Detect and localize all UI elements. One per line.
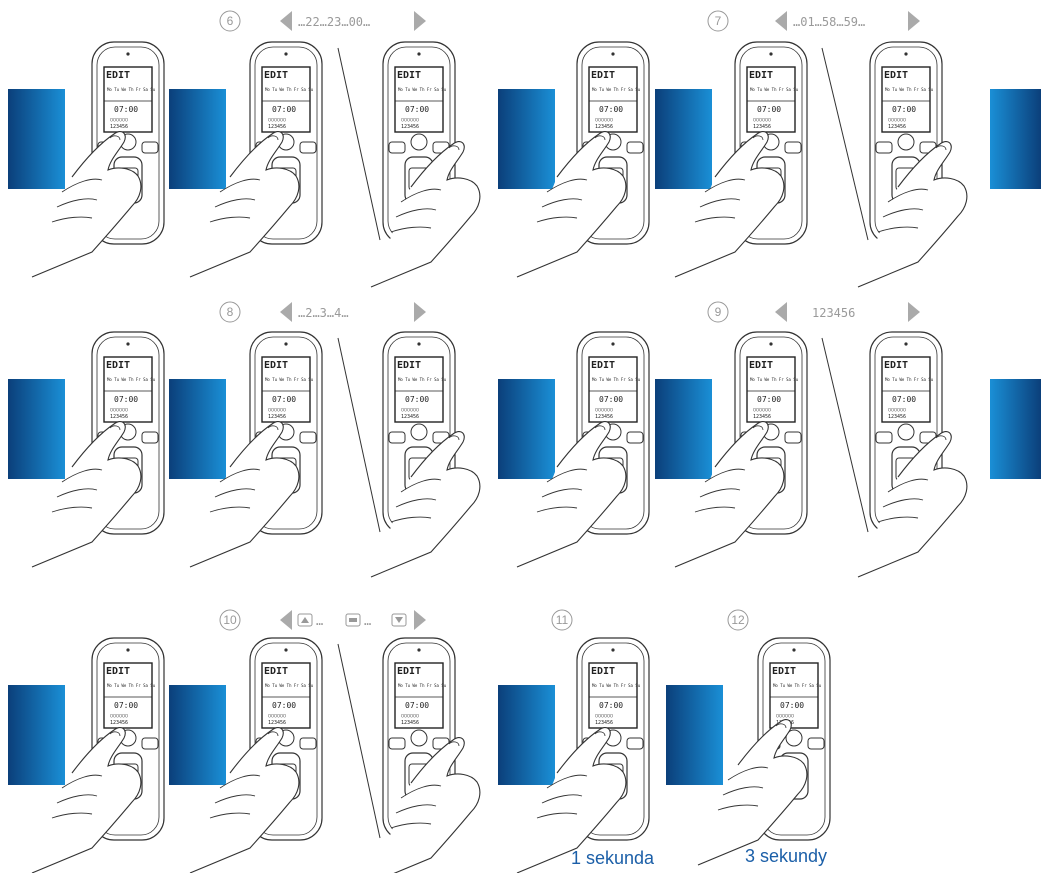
caption-step12: 3 sekundy bbox=[745, 846, 827, 867]
step-number: 11 bbox=[556, 613, 569, 627]
blue-block bbox=[8, 89, 65, 189]
step-number: 9 bbox=[715, 305, 722, 319]
arrow-right-icon bbox=[908, 11, 920, 31]
arrow-left-icon bbox=[775, 11, 787, 31]
step-number: 10 bbox=[223, 613, 237, 627]
arrow-right-icon bbox=[414, 11, 426, 31]
blue-block bbox=[8, 379, 65, 479]
step-number: 12 bbox=[731, 613, 745, 627]
divider-line bbox=[822, 338, 868, 532]
remote-with-hand bbox=[371, 638, 480, 873]
menu-bar-icon bbox=[349, 618, 357, 622]
sequence-text: 123456 bbox=[812, 306, 855, 320]
down-triangle-icon bbox=[395, 617, 403, 623]
blue-block bbox=[666, 685, 723, 785]
step-number: 8 bbox=[227, 305, 234, 319]
divider-line bbox=[338, 48, 380, 240]
divider-line bbox=[338, 644, 380, 838]
arrow-left-icon bbox=[280, 11, 292, 31]
blue-block bbox=[169, 89, 226, 189]
sequence-text: … bbox=[316, 614, 323, 628]
blue-block bbox=[990, 379, 1041, 479]
blue-block bbox=[169, 379, 226, 479]
blue-block bbox=[655, 379, 712, 479]
blue-block bbox=[498, 685, 555, 785]
arrow-left-icon bbox=[775, 302, 787, 322]
up-triangle-icon bbox=[301, 617, 309, 623]
divider-line bbox=[338, 338, 380, 532]
sequence-text: … bbox=[364, 614, 371, 628]
remote-with-hand bbox=[371, 42, 480, 287]
sequence-text: …2…3…4… bbox=[298, 306, 349, 320]
remote-with-hand bbox=[858, 42, 967, 287]
remote-with-hand bbox=[371, 332, 480, 577]
arrow-right-icon bbox=[414, 610, 426, 630]
divider-line bbox=[822, 48, 868, 240]
sequence-text: …22…23…00… bbox=[298, 15, 370, 29]
arrow-left-icon bbox=[280, 610, 292, 630]
step-number: 6 bbox=[227, 14, 234, 28]
arrow-right-icon bbox=[414, 302, 426, 322]
blue-block bbox=[990, 89, 1041, 189]
sequence-text: …01…58…59… bbox=[793, 15, 865, 29]
caption-step11: 1 sekunda bbox=[571, 848, 654, 869]
blue-block bbox=[498, 89, 555, 189]
arrow-right-icon bbox=[908, 302, 920, 322]
blue-block bbox=[498, 379, 555, 479]
remote-with-hand bbox=[858, 332, 967, 577]
arrow-left-icon bbox=[280, 302, 292, 322]
blue-block bbox=[655, 89, 712, 189]
blue-block bbox=[169, 685, 226, 785]
step-number: 7 bbox=[715, 14, 722, 28]
blue-block bbox=[8, 685, 65, 785]
